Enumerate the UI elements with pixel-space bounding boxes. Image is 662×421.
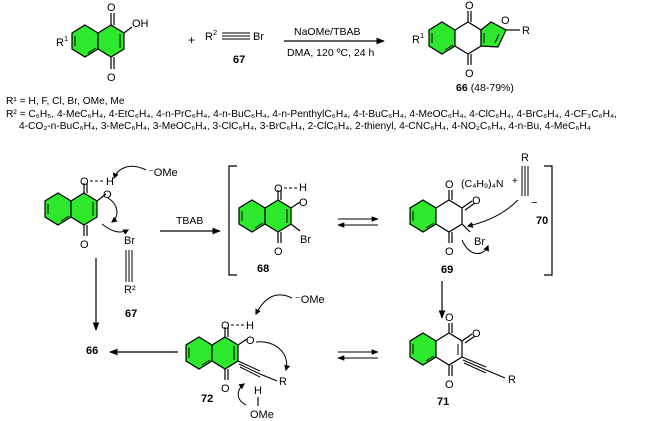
oxygen-label: O <box>221 320 230 332</box>
curved-arrow <box>255 341 291 372</box>
oxygen-label: O <box>299 197 308 209</box>
oxygen-label: O <box>103 189 112 201</box>
oxygen-label: O <box>246 335 255 347</box>
r2-label: R² <box>124 284 136 296</box>
compound-67-label: 67 <box>125 308 137 320</box>
oxygen-label: O <box>221 383 230 395</box>
oxygen-label: O <box>107 72 116 84</box>
curved-arrow <box>107 197 118 223</box>
compound-71-label: 71 <box>437 396 449 408</box>
oxygen-label: O <box>80 176 89 188</box>
oxygen-label: O <box>472 328 481 340</box>
plus-sign: + <box>188 33 195 47</box>
alkyne-triple-bond <box>125 250 133 282</box>
bracket-right <box>544 165 553 276</box>
oxygen-label: O <box>445 179 454 191</box>
hydroxy-label: OH <box>132 18 149 30</box>
product-66-label: 66(48-79%) <box>456 82 514 94</box>
curved-arrow <box>466 199 519 228</box>
bromine-label: Br <box>124 235 135 247</box>
reactant-hydroxynaphthoquinone <box>71 13 133 69</box>
curved-arrow <box>101 223 130 235</box>
mechanism-start-quinone <box>44 180 107 236</box>
r2-substituent-list-line2: 4-CO₂-n-BuC₆H₄, 3-MeC₆H₄, 3-MeOC₆H₄, 3-C… <box>19 121 591 132</box>
oxygen-label: O <box>274 246 283 258</box>
hydrogen-label: H <box>254 385 262 397</box>
compound-69-alkoxide <box>409 190 476 243</box>
oxygen-label: O <box>465 68 474 80</box>
compound-71-alkynylquinone <box>409 323 506 379</box>
r-label: R <box>279 376 287 388</box>
r-label: R <box>508 374 516 386</box>
product-r1-label: R1 <box>412 31 424 46</box>
r1-substituent-list: R¹ = H, F, Cl, Br, OMe, Me <box>6 96 125 107</box>
bracket-left <box>228 165 237 276</box>
oxygen-label: O <box>80 239 89 251</box>
tbab-label: TBAB <box>176 215 203 227</box>
reagents-label: NaOMe/TBAB <box>294 26 361 38</box>
r2-label: R2 <box>205 28 217 43</box>
curved-arrow <box>255 294 293 316</box>
r-label: R <box>521 152 529 164</box>
plus-charge: + <box>512 176 518 187</box>
product-naphthofuranquinone <box>428 11 520 65</box>
hydrogen-label: H <box>246 320 254 332</box>
acetylide-triple-bond <box>521 166 529 196</box>
methanol-label: OMe <box>250 409 274 421</box>
oxygen-label: O <box>472 195 481 207</box>
curved-arrow <box>237 383 247 406</box>
compound-67-label: 67 <box>233 54 245 66</box>
oxygen-label: O <box>274 183 283 195</box>
oxygen-label: O <box>445 246 454 258</box>
r1-label: R1 <box>56 34 68 49</box>
compound-68-bromoquinone <box>238 187 301 243</box>
bromine-label: Br <box>474 236 485 248</box>
curved-arrow <box>113 165 147 180</box>
hydrogen-label: H <box>299 182 307 194</box>
hydrogen-label: H <box>106 176 114 188</box>
curved-arrow <box>461 239 489 254</box>
compound-72-alkynylquinone <box>185 324 278 382</box>
methoxide-label: ⁻OMe <box>295 294 325 306</box>
compound-69-label: 69 <box>441 264 453 276</box>
compound-66-label: 66 <box>86 345 98 357</box>
product-r-label: R <box>522 25 530 37</box>
oxygen-label: O <box>107 2 116 14</box>
oxygen-label: O <box>445 312 454 324</box>
alkyne-triple-bond <box>222 32 250 40</box>
r2-substituent-list-line1: R² = C₆H₅, 4-MeC₆H₄, 4-EtC₆H₄, 4-n-PrC₆H… <box>6 109 618 120</box>
ammonium-label: (C₄H₉)₄N <box>461 178 503 190</box>
oxygen-label: O <box>445 379 454 391</box>
minus-charge: − <box>531 197 537 209</box>
compound-72-label: 72 <box>201 393 213 405</box>
oxygen-label: O <box>465 0 474 12</box>
compound-70-label: 70 <box>536 215 548 227</box>
methoxide-label: ⁻OMe <box>148 167 178 179</box>
bromine-label: Br <box>300 234 311 246</box>
compound-68-label: 68 <box>257 263 269 275</box>
furan-oxygen-label: O <box>501 15 510 27</box>
bromine-label: Br <box>253 31 264 43</box>
conditions-label: DMA, 120 ºC, 24 h <box>287 47 374 59</box>
